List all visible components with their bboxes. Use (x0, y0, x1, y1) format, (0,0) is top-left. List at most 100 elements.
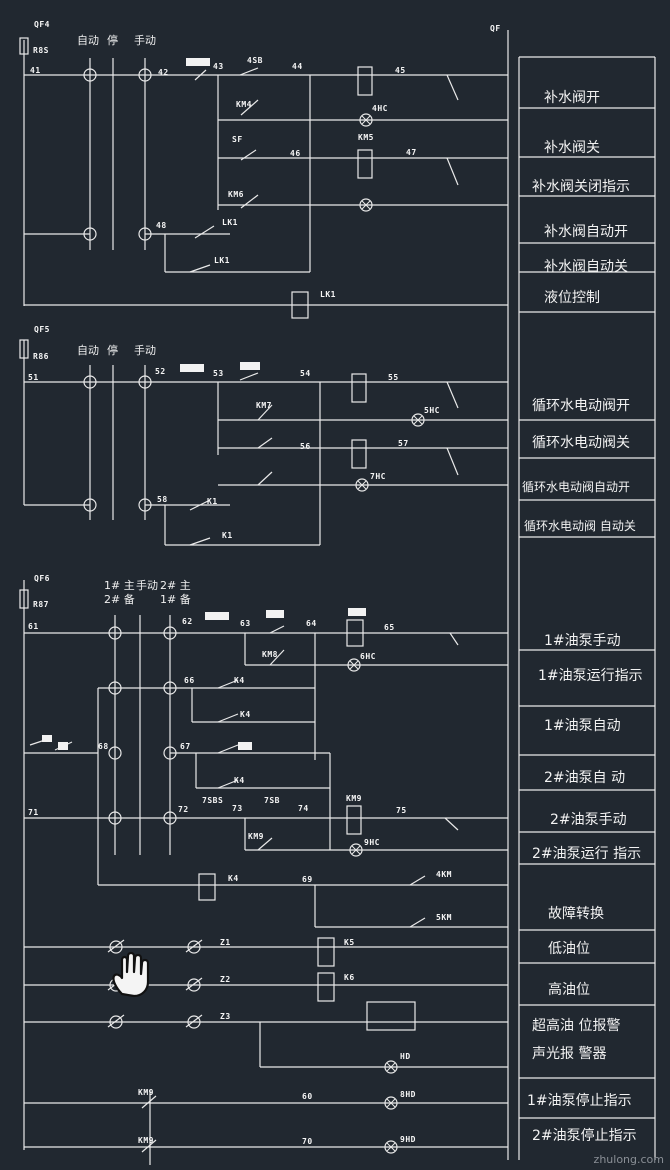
label-makeup-valve-auto-close: 补水阀自动关 (544, 259, 628, 275)
label-pump2-running: 2#油泵运行 指示 (532, 846, 642, 862)
wire-tag: 54 (300, 369, 311, 378)
device-tag: 4HC (372, 104, 388, 113)
label-circ-valve-auto-open: 循环水电动阀自动开 (522, 480, 631, 494)
device-tag: Z3 (220, 1012, 231, 1021)
label-fault-switch: 故障转换 (548, 906, 604, 922)
header-left-bottom: 2# 备 (104, 593, 135, 606)
label-makeup-valve-auto-open: 补水阀自动开 (544, 224, 628, 240)
label-alarm-device: 声光报 警器 (532, 1046, 607, 1062)
device-tag: K4 (234, 776, 245, 785)
header-auto-1: 自动 (77, 34, 99, 47)
header-mid: 手动 (136, 579, 158, 592)
device-tag: K4 (240, 710, 251, 719)
device-tag: KM9 (138, 1136, 154, 1145)
header-manual-2: 手动 (134, 344, 156, 357)
label-circ-valve-open: 循环水电动阀开 (532, 398, 630, 414)
wire-tag: 41 (30, 66, 41, 75)
label-high-oil: 高油位 (548, 982, 590, 998)
wire-tag: 66 (184, 676, 195, 685)
watermark: zhulong.com (593, 1153, 664, 1166)
wire-tag: 45 (395, 66, 406, 75)
wire-tag: 70 (302, 1137, 313, 1146)
label-circ-valve-close: 循环水电动阀关 (532, 435, 630, 451)
wire-tag: 74 (298, 804, 309, 813)
wire-tag: 63 (240, 619, 251, 628)
device-tag: 8HD (400, 1090, 416, 1099)
device-tag: K4 (228, 874, 239, 883)
device-tag: KM8 (262, 650, 278, 659)
breaker-qf5: QF5 (34, 325, 50, 334)
wire-tag: 60 (302, 1092, 313, 1101)
label-makeup-valve-open: 补水阀开 (544, 90, 600, 106)
wire-tag: 46 (290, 149, 301, 158)
label-level-control: 液位控制 (544, 290, 600, 306)
device-tag: Z2 (220, 975, 231, 984)
header-auto-2: 自动 (77, 344, 99, 357)
label-over-high-alarm: 超高油 位报警 (532, 1018, 621, 1034)
wire-tag: 48 (156, 221, 167, 230)
hand-cursor-icon (112, 951, 150, 998)
wire-tag: 57 (398, 439, 409, 448)
breaker-qf4: QF4 (34, 20, 50, 29)
wire-tag: 55 (388, 373, 399, 382)
wire-tag: 71 (28, 808, 39, 817)
wire-tag: 69 (302, 875, 313, 884)
device-tag: K1 (222, 531, 233, 540)
header-manual-1: 手动 (134, 34, 156, 47)
wire-tag: 44 (292, 62, 303, 71)
header-left-top: 1# 主 (104, 579, 135, 592)
wire-tag: 75 (396, 806, 407, 815)
header-right-bottom: 1# 备 (160, 593, 191, 606)
breaker-qf6-sub: R87 (33, 600, 49, 609)
breaker-qf5-sub: R86 (33, 352, 49, 361)
wire-tag: 58 (157, 495, 168, 504)
device-tag: KM4 (236, 100, 252, 109)
wire-tag: 72 (178, 805, 189, 814)
device-tag: KM9 (346, 794, 362, 803)
breaker-qf4-sub: R8S (33, 46, 49, 55)
wire-tag: 43 (213, 62, 224, 71)
device-tag: Z1 (220, 938, 231, 947)
wire-tag: 51 (28, 373, 39, 382)
device-tag: SF (232, 135, 243, 144)
device-tag: 7SBS (202, 796, 224, 805)
wire-tag: 67 (180, 742, 191, 751)
device-tag: K6 (344, 973, 355, 982)
device-tag: 4SB (247, 56, 263, 65)
device-tag: KM7 (256, 401, 272, 410)
device-tag: HD (400, 1052, 411, 1061)
device-tag: LK1 (214, 256, 230, 265)
wire-tag: 47 (406, 148, 417, 157)
wire-tag: 53 (213, 369, 224, 378)
wire-tag: 62 (182, 617, 193, 626)
device-tag: LK1 (222, 218, 238, 227)
device-tag: 4KM (436, 870, 452, 879)
device-tag: KM6 (228, 190, 244, 199)
wire-tag: 56 (300, 442, 311, 451)
device-tag: 9HC (364, 838, 380, 847)
label-pump2-auto: 2#油泵自 动 (544, 770, 626, 786)
header-right-top: 2# 主 (160, 579, 191, 592)
device-tag: KM9 (138, 1088, 154, 1097)
wire-tag: 52 (155, 367, 166, 376)
label-pump1-running: 1#油泵运行指示 (538, 668, 643, 684)
device-tag: 7HC (370, 472, 386, 481)
device-tag: K5 (344, 938, 355, 947)
wire-tag: 68 (98, 742, 109, 751)
device-tag: K1 (207, 497, 218, 506)
device-tag: 5HC (424, 406, 440, 415)
label-makeup-valve-close: 补水阀关 (544, 140, 600, 156)
device-tag: 7SB (264, 796, 280, 805)
label-pump1-auto: 1#油泵自动 (544, 718, 621, 734)
wire-tag: 65 (384, 623, 395, 632)
wire-tag: 73 (232, 804, 243, 813)
label-low-oil: 低油位 (548, 941, 590, 957)
wire-tag: 64 (306, 619, 317, 628)
device-tag: KM5 (358, 133, 374, 142)
label-pump2-manual: 2#油泵手动 (550, 812, 627, 828)
device-tag: 9HD (400, 1135, 416, 1144)
device-tag: QF (490, 24, 501, 33)
label-makeup-valve-closed-ind: 补水阀关闭指示 (532, 179, 630, 195)
breaker-qf6: QF6 (34, 574, 50, 583)
